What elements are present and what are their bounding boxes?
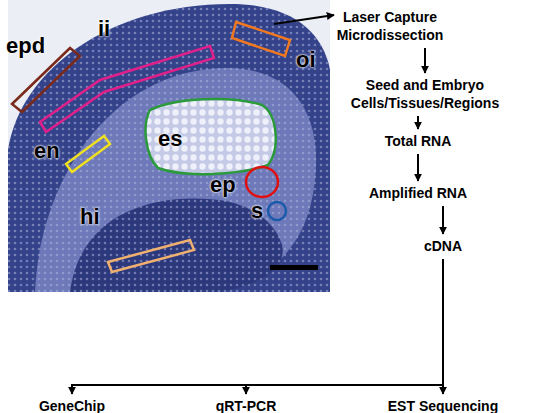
flow-step: cDNA — [422, 236, 464, 256]
region-label: es — [158, 126, 182, 151]
hi-region-outline — [108, 240, 194, 272]
s-region-outline — [268, 202, 286, 220]
micrograph-image — [8, 0, 330, 292]
flow-step: Amplified RNA — [367, 183, 469, 203]
region-label: ep — [210, 172, 236, 197]
flow-step: Total RNA — [383, 131, 454, 151]
step-text: qRT-PCR — [216, 397, 277, 413]
ii-region-outline — [40, 46, 214, 132]
flow-arrow — [246, 259, 443, 394]
flow-step: qRT-PCR — [214, 396, 279, 413]
step-text: Laser Capture Microdissection — [332, 8, 448, 44]
step-text: GeneChip — [39, 397, 105, 413]
step-text: Total RNA — [385, 132, 452, 150]
flow-arrow — [417, 154, 419, 181]
pointer-arrow — [274, 15, 334, 24]
flow-step: EST Sequencing — [386, 396, 500, 413]
region-label: hi — [80, 204, 100, 229]
flow-arrow — [72, 259, 443, 394]
region-label: ii — [98, 16, 110, 41]
flow-step: Seed and Embryo Cells/Tissues/Regions — [338, 75, 513, 113]
flow-arrow — [424, 48, 426, 73]
flow-step: Laser Capture Microdissection — [330, 7, 450, 45]
flow-arrow — [417, 116, 419, 129]
step-text: Amplified RNA — [369, 184, 467, 202]
region-label: oi — [296, 47, 316, 72]
es-region-outline — [146, 99, 276, 174]
flow-arrow — [442, 259, 444, 394]
oi-region-outline — [232, 22, 290, 56]
step-text: EST Sequencing — [388, 397, 498, 413]
scale-bar — [270, 265, 318, 270]
step-text: Seed and Embryo Cells/Tissues/Regions — [340, 76, 511, 112]
region-label: en — [34, 138, 60, 163]
region-label: epd — [6, 33, 45, 58]
region-label: s — [251, 198, 263, 223]
flow-arrow — [442, 206, 444, 234]
ep-region-outline — [246, 167, 278, 197]
flow-step: GeneChip — [37, 396, 107, 413]
en-region-outline — [66, 136, 110, 172]
step-text: cDNA — [424, 237, 462, 255]
